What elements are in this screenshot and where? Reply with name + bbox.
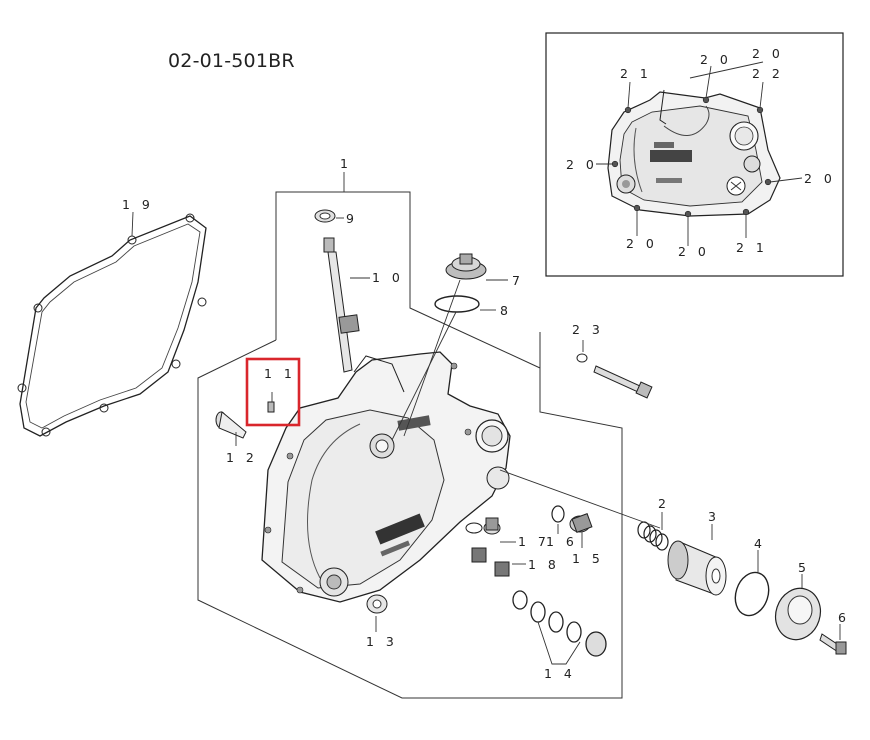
label-inset-20-right: 2 0 xyxy=(804,171,836,186)
label-part-10: 1 0 xyxy=(372,270,404,285)
label-part-18: 1 8 xyxy=(528,557,560,572)
label-inset-21-bottom: 2 1 xyxy=(736,240,768,255)
oil-filter-3 xyxy=(667,540,727,596)
label-part-16: 1 6 xyxy=(546,534,578,549)
label-part-19: 1 9 xyxy=(122,197,154,212)
label-inset-22: 2 2 xyxy=(752,66,784,81)
washer-13 xyxy=(366,594,388,614)
dowel-pin-11 xyxy=(267,392,275,413)
label-part-23: 2 3 xyxy=(572,322,604,337)
highlight-box-part-11 xyxy=(245,357,301,427)
label-inset-21-top: 2 1 xyxy=(620,66,652,81)
label-part-9: 9 xyxy=(346,211,358,226)
label-inset-20-left: 2 0 xyxy=(566,157,598,172)
label-part-17: 1 7 xyxy=(518,534,550,549)
pin-12 xyxy=(215,411,247,439)
label-part-11: 1 1 xyxy=(264,366,296,381)
oil-seal-9 xyxy=(314,209,336,223)
label-part-6: 6 xyxy=(838,610,850,625)
filter-cover-5 xyxy=(774,587,822,641)
label-inset-20-bottom-left: 2 0 xyxy=(626,236,658,251)
inset-frame xyxy=(545,32,844,277)
label-part-13: 1 3 xyxy=(366,634,398,649)
plug-15 xyxy=(569,513,593,533)
filler-cap-7 xyxy=(445,253,487,280)
kick-shaft-10 xyxy=(323,237,360,373)
gasket-19 xyxy=(17,213,207,437)
label-inset-20-right-top: 2 0 xyxy=(752,46,784,61)
filter-spring-2 xyxy=(637,521,669,551)
label-part-12: 1 2 xyxy=(226,450,258,465)
label-part-14: 1 4 xyxy=(544,666,576,681)
label-part-4: 4 xyxy=(754,536,766,551)
label-part-8: 8 xyxy=(500,303,512,318)
crankcase-cover xyxy=(261,351,511,603)
label-inset-20-top: 2 0 xyxy=(700,52,732,67)
label-part-3: 3 xyxy=(708,509,720,524)
o-ring-8 xyxy=(434,295,480,313)
assembly-bracket xyxy=(197,172,623,699)
bolt-23 xyxy=(576,353,653,399)
inset-assembled-cover xyxy=(607,89,781,217)
label-part-2: 2 xyxy=(658,496,670,511)
washer-16 xyxy=(551,505,565,523)
label-part-1: 1 xyxy=(340,156,352,171)
seal-rings-14 xyxy=(512,590,607,657)
label-inset-20-bottom: 2 0 xyxy=(678,244,710,259)
drain-plug-18 xyxy=(471,547,510,577)
label-part-5: 5 xyxy=(798,560,810,575)
inset-leaders xyxy=(596,61,803,246)
filter-o-ring-4 xyxy=(734,571,770,617)
drain-plug-17 xyxy=(465,517,501,535)
bolt-6 xyxy=(819,633,847,655)
label-part-7: 7 xyxy=(512,273,524,288)
diagram-code: 02-01-501BR xyxy=(168,50,295,72)
label-part-15: 1 5 xyxy=(572,551,604,566)
